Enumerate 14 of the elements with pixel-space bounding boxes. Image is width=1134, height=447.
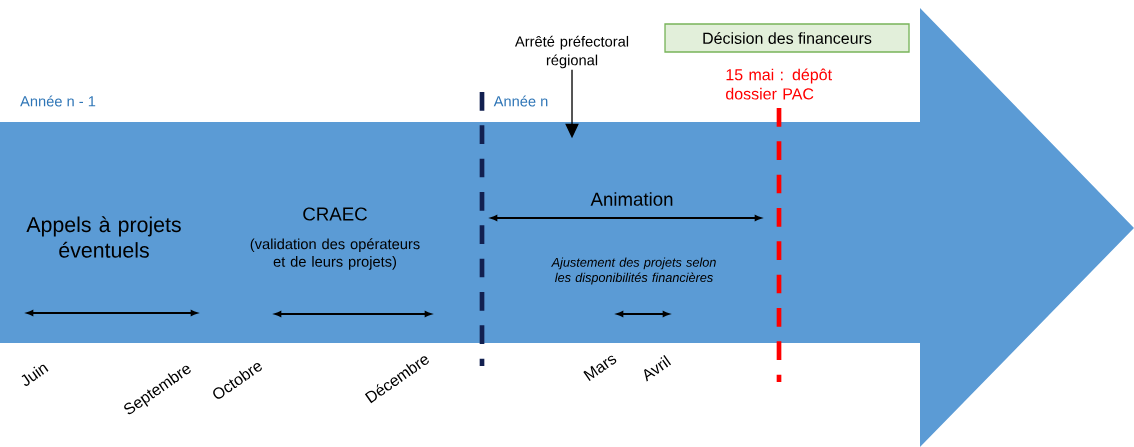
phase-label: Animation [590,192,673,206]
month-label: Juin [21,364,49,386]
phase-note: Ajustement des projets selon les disponibilités financières [551,257,716,285]
deadline-label: 15 mai : dépôt dossier PAC [726,68,832,100]
timeline-arrow [0,8,1134,447]
year-label: Année n [493,95,548,107]
annotation-text: Arrêté préfectoral régional [514,35,629,69]
phase-label: CRAEC [303,207,367,221]
month-label: Mars [583,355,617,381]
year-label: Année n - 1 [20,95,96,107]
month-label: Avril [644,355,672,382]
phase-note: (validation des opérateurs et de leurs projets) [250,238,420,270]
phase-label: Appels à projets éventuels [26,216,181,258]
decision-box: Décision des financeurs [664,23,910,53]
